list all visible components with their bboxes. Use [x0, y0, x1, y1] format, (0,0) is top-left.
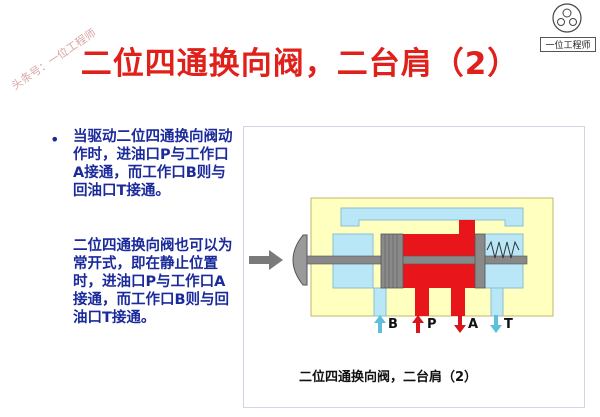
- logo-icon: [552, 3, 582, 33]
- actuator-knob: [292, 234, 308, 286]
- port-arrows: [374, 315, 502, 333]
- port-label-b: B: [388, 317, 398, 332]
- diagram-caption: 二位四通换向阀，二台肩（2）: [298, 370, 478, 385]
- paragraph-2: 二位四通换向阀也可以为常开式，即在静止位置时，进油口P与工作口A接通，而工作口B…: [73, 238, 233, 326]
- logo-text: 一位工程师: [540, 37, 596, 52]
- bullet-icon: •: [50, 130, 60, 149]
- slide-title: 二位四通换向阀，二台肩（2）: [80, 46, 520, 82]
- port-label-p: P: [427, 317, 437, 332]
- spool-land-right: [474, 233, 486, 289]
- port-label-a: A: [468, 317, 479, 332]
- return-channel: [340, 207, 524, 227]
- valve-cross-section: [249, 197, 554, 317]
- port-b-arrow-icon: [374, 315, 386, 333]
- spring-icon: [486, 240, 520, 259]
- port-label-t: T: [504, 317, 513, 332]
- port-p-arrow-icon: [412, 315, 424, 333]
- port-t-arrow-icon: [490, 315, 502, 333]
- paragraph-1: 当驱动二位四通换向阀动作时，进油口P与工作口A接通，而工作口B则与回油口T接通。: [73, 129, 233, 199]
- actuator-arrow-icon: [249, 250, 283, 270]
- spool-rod: [306, 255, 528, 265]
- spool-land-left: [380, 233, 404, 289]
- port-a-arrow-icon: [454, 315, 466, 333]
